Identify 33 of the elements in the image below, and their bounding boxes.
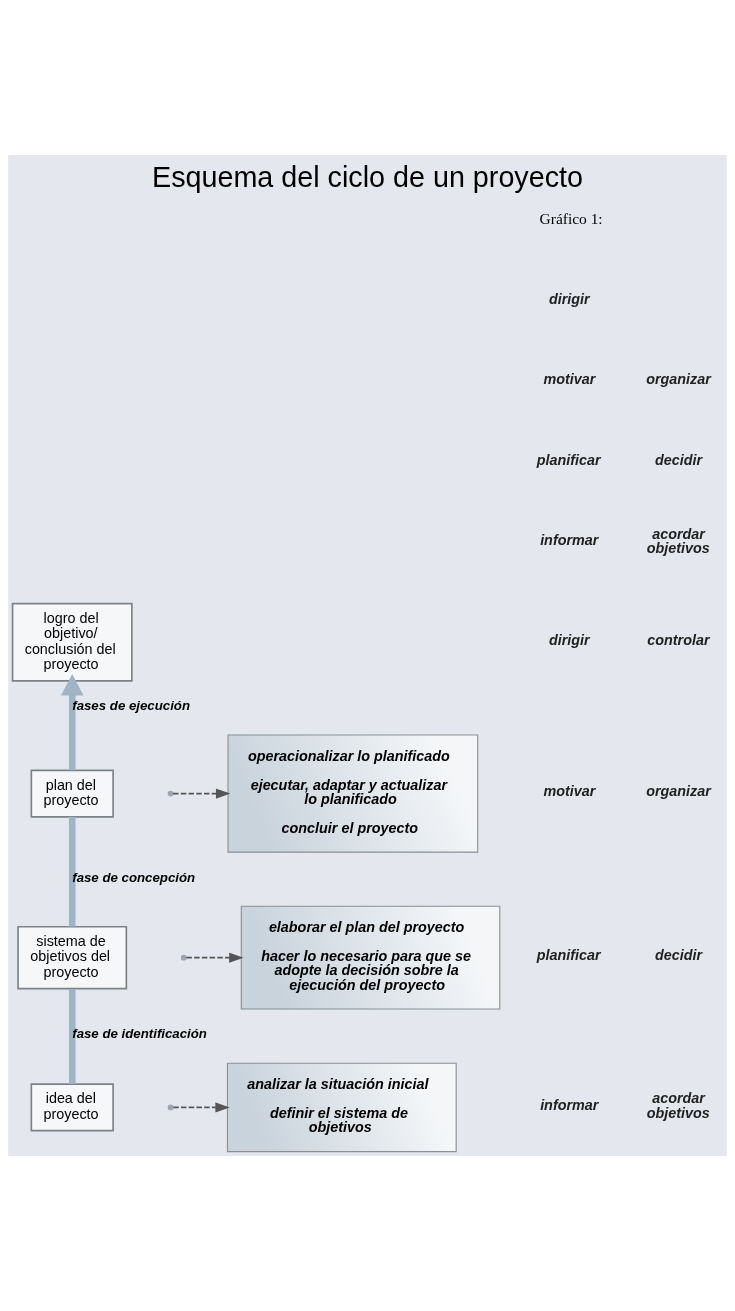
node-box: logro del objetivo/ conclusión del proyecto bbox=[11, 602, 133, 682]
label: decidir bbox=[655, 947, 703, 964]
node-box: plan del proyecto bbox=[30, 769, 114, 818]
edge-label: fase de identificación bbox=[72, 1026, 207, 1042]
node-box: operacionalizar lo planificado ejecutar, adaptar y actualizar lo planificado concluir el proyecto bbox=[227, 734, 479, 853]
label: Gráfico 1: bbox=[539, 210, 603, 228]
label: motivar bbox=[543, 371, 596, 388]
diagram-title: Esquema del ciclo de un proyecto bbox=[151, 160, 584, 193]
arrow bbox=[185, 952, 244, 963]
arrow bbox=[60, 674, 84, 771]
label: dirigir bbox=[548, 290, 590, 307]
label: acordar objetivos bbox=[646, 525, 710, 557]
connector bbox=[68, 816, 76, 927]
edge-label: fase de concepción bbox=[72, 869, 196, 885]
node-box: idea del proyecto bbox=[30, 1083, 114, 1132]
label: informar bbox=[540, 1097, 599, 1114]
label: informar bbox=[540, 532, 599, 549]
label: dirigir bbox=[548, 631, 590, 648]
label: organizar bbox=[646, 783, 711, 800]
node-box: sistema de objetivos del proyecto bbox=[17, 925, 128, 990]
label: decidir bbox=[655, 451, 703, 468]
edge-label: fases de ejecución bbox=[72, 698, 191, 714]
label: planificar bbox=[536, 451, 601, 468]
label: acordar objetivos bbox=[646, 1090, 710, 1121]
label: motivar bbox=[543, 783, 596, 800]
label: organizar bbox=[646, 371, 711, 388]
label: planificar bbox=[536, 947, 601, 964]
label: controlar bbox=[647, 631, 710, 648]
arrow bbox=[172, 788, 231, 799]
connector bbox=[68, 989, 76, 1084]
node-box: elaborar el plan del proyecto hacer lo necesario para que se adopte la decisión sobre la ejecución del proyecto bbox=[240, 905, 501, 1010]
node-box: analizar la situación inicial definir el sistema de objetivos bbox=[226, 1062, 457, 1153]
arrow bbox=[172, 1102, 230, 1113]
